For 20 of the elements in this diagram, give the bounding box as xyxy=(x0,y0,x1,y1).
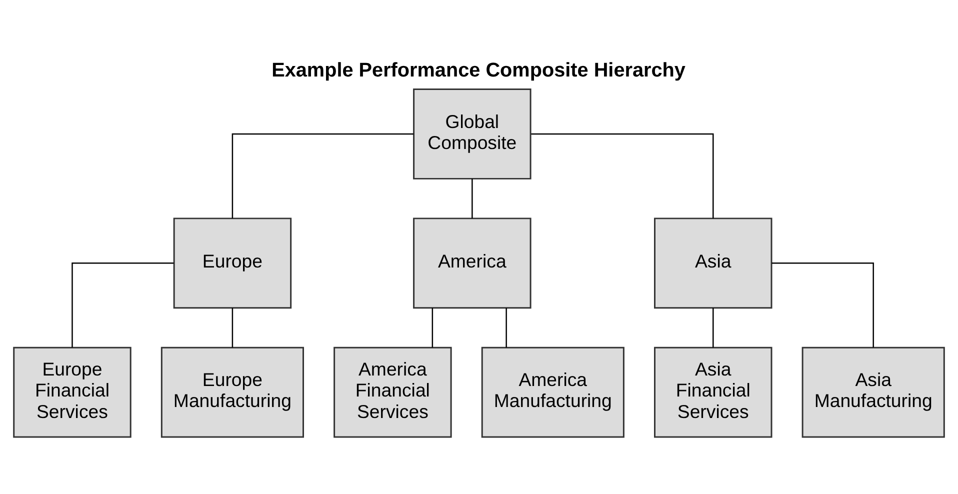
connector xyxy=(712,308,714,348)
node-box: Asia Financial Services xyxy=(654,346,772,438)
connector xyxy=(772,262,874,348)
node-box: America xyxy=(413,218,532,309)
node-box: America Financial Services xyxy=(334,346,452,438)
node-box: Global Composite xyxy=(413,88,532,180)
connector xyxy=(72,262,174,348)
connector xyxy=(432,308,434,348)
node-box: Europe xyxy=(173,218,292,309)
node-box: Europe Financial Services xyxy=(13,346,132,438)
node-box: Asia Manufacturing xyxy=(802,346,945,438)
diagram-title: Example Performance Composite Hierarchy xyxy=(272,60,686,82)
node-box: America Manufacturing xyxy=(481,346,624,438)
node-box: Europe Manufacturing xyxy=(160,346,304,438)
connector xyxy=(531,133,714,218)
node-box: Asia xyxy=(654,218,772,309)
connector xyxy=(472,178,473,218)
connector xyxy=(506,308,507,348)
connector xyxy=(232,133,414,218)
connector xyxy=(232,308,234,348)
